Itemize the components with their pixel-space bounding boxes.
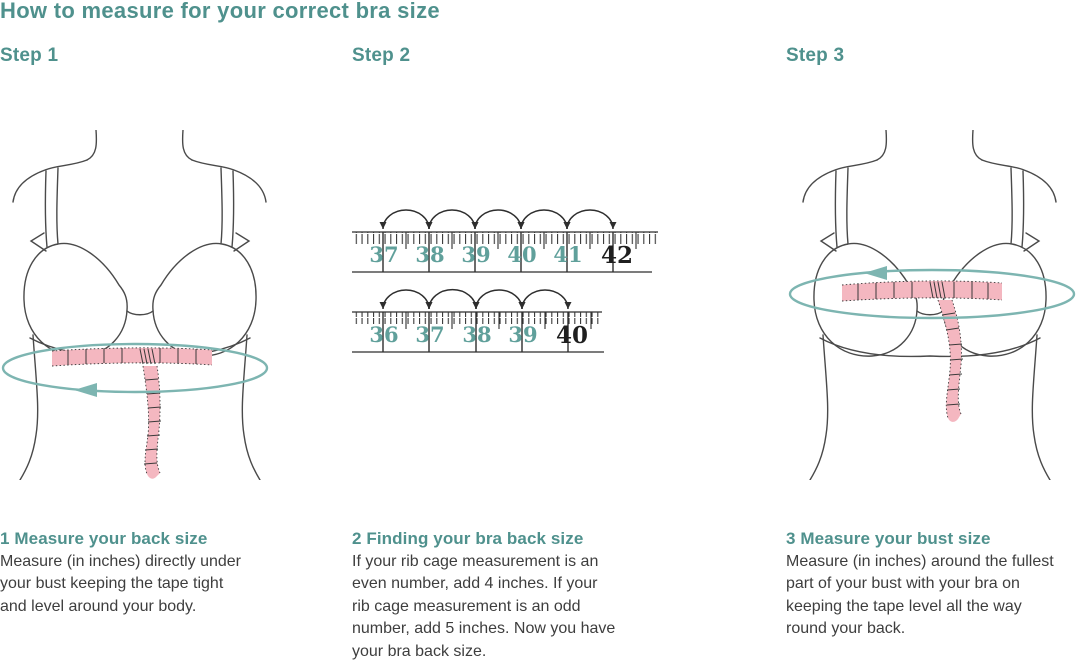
ruler-top-number: 38 [415, 242, 444, 267]
torso-outline [802, 130, 1057, 480]
inch-hop-arrows-bottom [379, 288, 572, 310]
measuring-tape-band [51, 347, 213, 367]
torso-outline [12, 130, 267, 480]
ruler-bottom-result-number: 40 [556, 322, 588, 349]
measure-direction-ellipse [788, 266, 1076, 320]
measuring-tape-tail [937, 299, 964, 422]
ruler-bottom: 36 37 38 39 40 [352, 288, 604, 353]
step-2-heading: 2 Finding your bra back size [352, 529, 584, 548]
measuring-tape-tail [142, 365, 162, 479]
step-1-heading: 1 Measure your back size [0, 529, 208, 548]
step-2-description: If your rib cage measurement is an even … [352, 553, 616, 660]
tape-overlap-hash [139, 348, 156, 365]
inch-hop-arrows-top [379, 209, 617, 230]
ruler-top-result-number: 42 [601, 242, 633, 269]
ruler-bottom-number: 39 [508, 322, 537, 347]
step-3-heading: 3 Measure your bust size [786, 529, 991, 548]
left-arrow-icon [74, 383, 97, 397]
ruler-top-number: 41 [553, 242, 582, 267]
step-3-illustration [788, 130, 1076, 480]
measure-direction-ellipse [1, 342, 269, 397]
ruler-bottom-number: 36 [369, 322, 398, 347]
left-arrow-icon [864, 266, 887, 280]
step-2-label: Step 2 [352, 45, 411, 66]
step-1-illustration [1, 130, 269, 480]
ruler-top-number: 40 [507, 242, 536, 267]
step-3-label: Step 3 [786, 45, 845, 66]
step-2-ruler-diagram: 37 38 39 40 41 42 36 37 38 39 40 [352, 209, 658, 353]
ruler-top: 37 38 39 40 41 42 [352, 209, 658, 273]
ruler-top-number: 37 [369, 242, 398, 267]
ruler-bottom-number: 37 [415, 322, 444, 347]
page-title: How to measure for your correct bra size [0, 0, 440, 23]
tape-overlap-hash [929, 281, 946, 299]
step-3-description: Measure (in inches) around the fullest p… [786, 553, 1054, 638]
ruler-bottom-number: 38 [462, 322, 491, 347]
step-1-label: Step 1 [0, 45, 59, 66]
ruler-top-number: 39 [461, 242, 490, 267]
step-1-description: Measure (in inches) directly under your … [0, 553, 241, 615]
measuring-tape-band [841, 280, 1003, 302]
